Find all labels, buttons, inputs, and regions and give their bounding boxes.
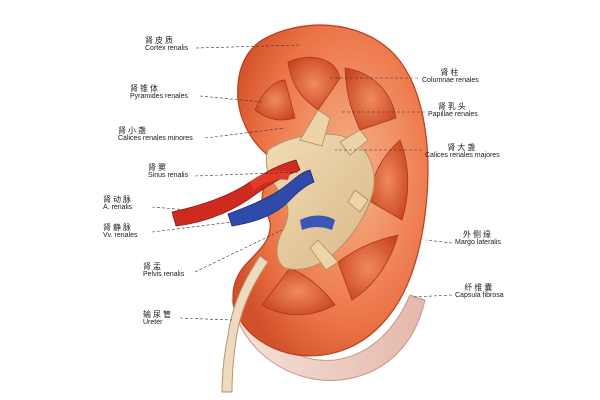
label-pelvis-la: Pelvis renalis — [143, 271, 185, 279]
label-capsula-la: Capsula fibrosa — [455, 292, 504, 300]
label-veins-la: Vv. renales — [103, 232, 138, 240]
label-capsula: 纤维囊 Capsula fibrosa — [455, 283, 504, 300]
label-artery-zh: 肾动脉 — [103, 195, 133, 204]
label-calices-majores: 肾大盏 Calices renales majores — [425, 143, 500, 160]
label-papillae: 肾乳头 Papillae renales — [428, 102, 478, 119]
label-pyramids-la: Pyramides renales — [130, 93, 188, 101]
label-margo: 外侧缘 Margo lateralis — [455, 230, 501, 247]
renal-vein-shape — [227, 169, 315, 227]
label-papillae-la: Papillae renales — [428, 111, 478, 119]
label-ureter-zh: 输尿管 — [143, 310, 173, 319]
label-pyramids: 肾锥体 Pyramides renales — [130, 84, 188, 101]
label-veins-zh: 肾静脉 — [103, 223, 133, 232]
label-ureter-la: Ureter — [143, 319, 163, 327]
label-pelvis-zh: 肾盂 — [143, 262, 163, 271]
label-artery-la: A. renalis — [103, 204, 133, 212]
label-cortex-la: Cortex renalis — [145, 45, 189, 53]
label-cortex-zh: 肾皮质 — [145, 36, 175, 45]
calices-group — [299, 109, 369, 271]
label-sinus-zh: 肾窦 — [148, 163, 168, 172]
label-calices-minores-la: Calices renales minores — [118, 135, 193, 143]
label-calices-majores-la: Calices renales majores — [425, 152, 500, 160]
label-papillae-zh: 肾乳头 — [437, 102, 468, 111]
label-calices-minores-zh: 肾小盏 — [118, 126, 148, 135]
label-sinus: 肾窦 Sinus renalis — [148, 163, 188, 180]
label-calices-minores: 肾小盏 Calices renales minores — [118, 126, 193, 143]
label-cortex: 肾皮质 Cortex renalis — [145, 36, 188, 53]
label-veins: 肾静脉 Vv. renales — [103, 223, 138, 240]
label-capsula-zh: 纤维囊 — [464, 283, 495, 292]
label-columns: 肾柱 Columnae renales — [422, 68, 479, 85]
label-columns-zh: 肾柱 — [440, 68, 461, 77]
pyramids-group — [254, 56, 409, 316]
label-margo-zh: 外侧缘 — [462, 230, 493, 239]
label-artery: 肾动脉 A. renalis — [103, 195, 133, 212]
label-sinus-la: Sinus renalis — [148, 172, 189, 180]
label-margo-la: Margo lateralis — [455, 239, 501, 247]
label-pelvis: 肾盂 Pelvis renalis — [143, 262, 184, 279]
ureter-shape — [221, 255, 269, 393]
label-calices-majores-zh: 肾大盏 — [447, 143, 478, 152]
label-pyramids-zh: 肾锥体 — [130, 84, 160, 93]
label-columns-la: Columnae renales — [422, 77, 479, 85]
label-ureter: 输尿管 Ureter — [143, 310, 173, 327]
leader-lines — [151, 44, 453, 321]
